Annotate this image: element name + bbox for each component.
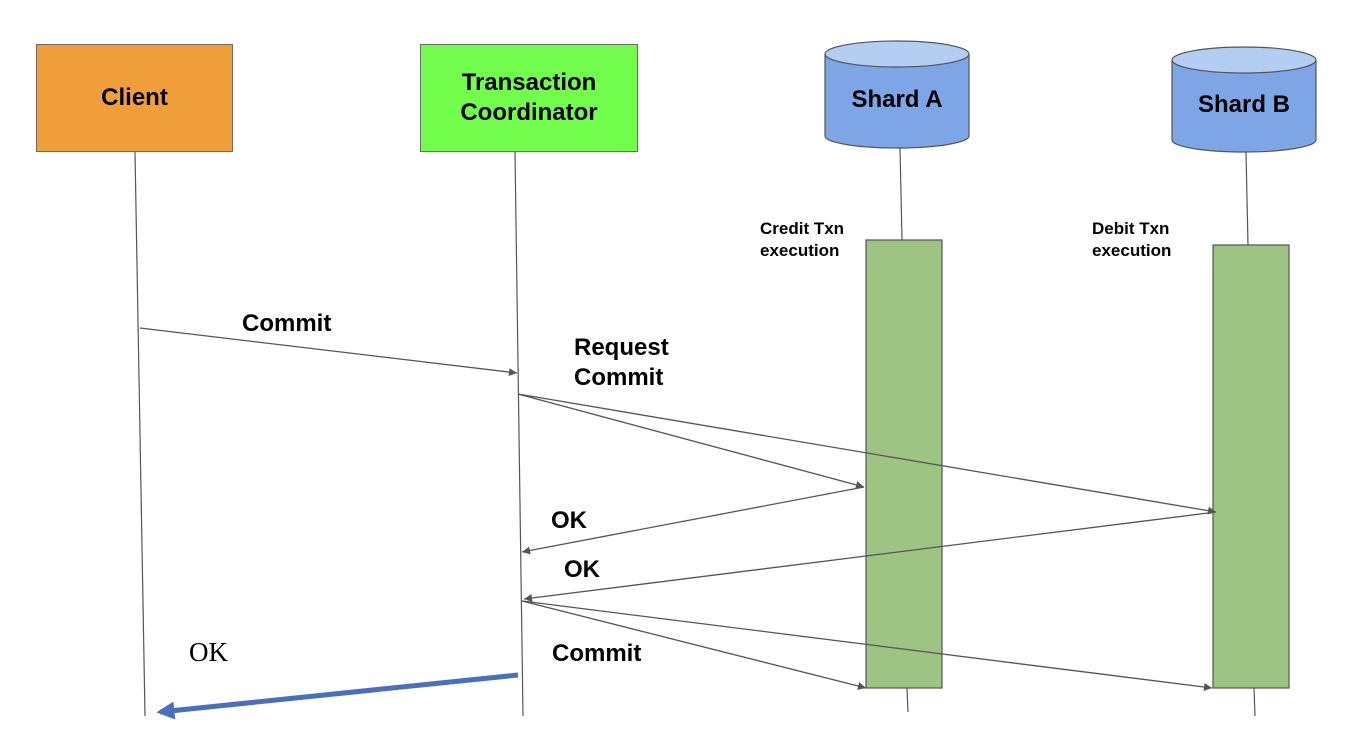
request-commit-line2: Commit: [574, 364, 664, 391]
shard-b-lifeline: [1245, 151, 1249, 246]
commit-shards-message-label: Commit: [552, 640, 642, 667]
ok-shard-b-arrow: [523, 511, 1217, 602]
shard-a-label: Shard A: [851, 86, 943, 113]
debit-txn-line2: execution: [1092, 241, 1172, 260]
shard-b-database-icon: [1171, 46, 1317, 153]
debit-txn-line1: Debit Txn: [1092, 219, 1170, 238]
shard-b-lifeline-tail: [1253, 687, 1256, 717]
ok-shard-a-arrow: [521, 486, 865, 555]
commit-shard-b-arrow: [521, 600, 1213, 691]
commit-message-label: Commit: [242, 310, 332, 337]
transaction-coordinator-participant: Transaction Coordinator: [420, 44, 638, 152]
commit-shard-a-arrow: [521, 600, 867, 690]
ok-shard-a-message-label: OK: [551, 507, 587, 534]
client-label: Client: [101, 84, 168, 111]
shard-a-database-icon: [824, 40, 970, 149]
ok-shard-b-message-label: OK: [564, 556, 600, 583]
request-commit-line1: Request: [574, 334, 669, 361]
credit-txn-line2: execution: [760, 241, 840, 260]
request-commit-shard-b-arrow: [517, 393, 1217, 515]
debit-txn-execution-label: Debit Txn execution: [1092, 218, 1171, 262]
request-commit-message-label: Request Commit: [574, 333, 669, 393]
shard-a-lifeline-tail: [906, 687, 909, 713]
client-participant: Client: [36, 44, 233, 152]
client-lifeline: [134, 151, 146, 717]
coordinator-lifeline: [514, 151, 524, 717]
credit-txn-execution-label: Credit Txn execution: [760, 218, 844, 262]
shard-b-execution-bar: [1212, 244, 1290, 689]
credit-txn-line1: Credit Txn: [760, 219, 845, 238]
shard-a-lifeline: [899, 147, 903, 241]
ok-client-arrow: [156, 672, 519, 720]
ok-client-message-label: OK: [189, 637, 228, 667]
commit-request-arrow: [139, 327, 518, 377]
coordinator-label-line1: Transaction: [461, 69, 597, 96]
request-commit-shard-a-arrow: [517, 393, 865, 489]
coordinator-label-line2: Coordinator: [460, 99, 598, 126]
shard-b-label: Shard B: [1197, 91, 1290, 118]
